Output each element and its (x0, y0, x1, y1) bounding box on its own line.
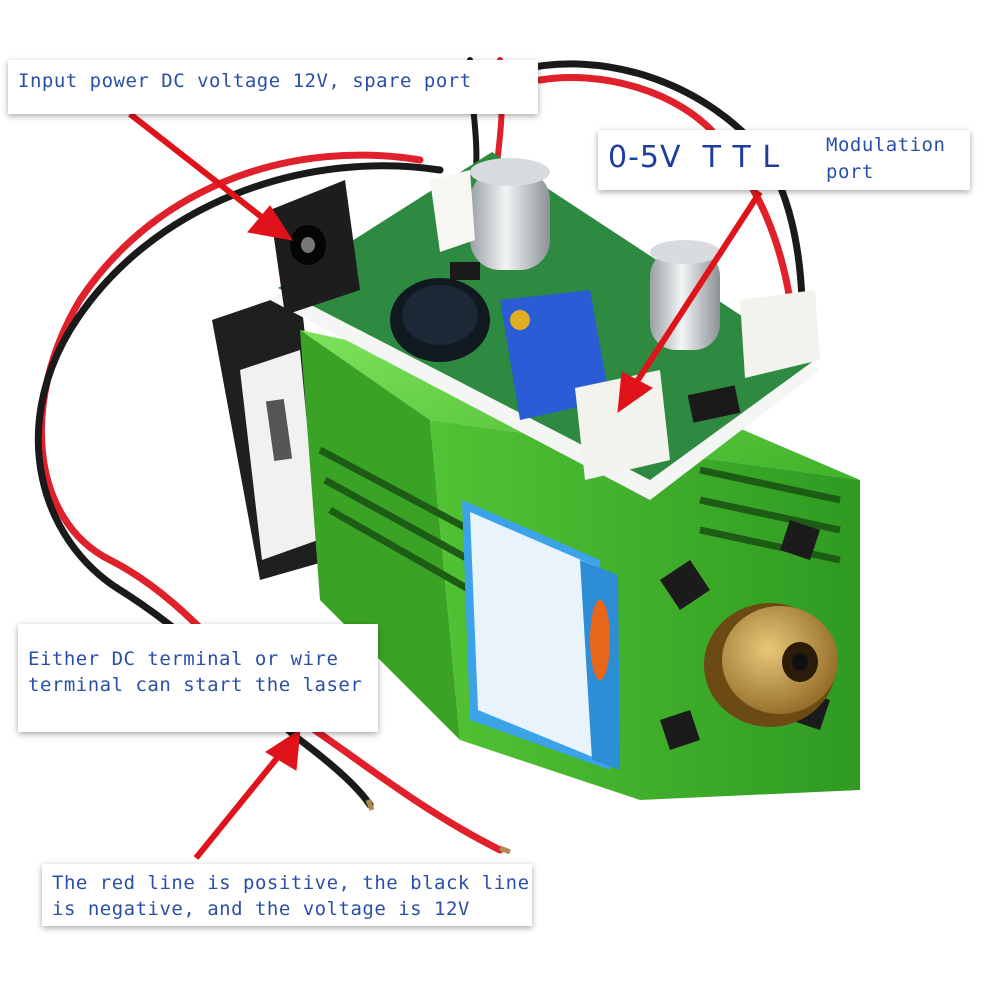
callout-either-terminal: Either DC terminal or wire terminal can … (18, 624, 378, 732)
callout-ttl-label-line2: port (826, 161, 874, 183)
callout-either-line1: Either DC terminal or wire (28, 648, 339, 670)
callout-ttl-label: Modulation port (826, 132, 966, 186)
arrows (128, 111, 763, 860)
callout-red-line2: is negative, and the voltage is 12V (52, 898, 470, 920)
callout-ttl-modulation: 0-5V T T L Modulation port (598, 130, 970, 190)
callout-either-line2: terminal can start the laser (28, 674, 363, 696)
callout-ttl-voltage: 0-5V T T L (608, 140, 781, 175)
arrow-either (193, 729, 301, 860)
arrow-input-power (128, 111, 294, 241)
callout-input-power: Input power DC voltage 12V, spare port (8, 60, 538, 114)
callout-red-black-line: The red line is positive, the black line… (42, 864, 532, 926)
callout-ttl-label-line1: Modulation (826, 134, 946, 156)
callout-red-line1: The red line is positive, the black line (52, 872, 530, 894)
arrow-ttl (617, 190, 763, 414)
callout-input-power-text: Input power DC voltage 12V, spare port (18, 70, 472, 92)
fan-block (212, 290, 330, 580)
pcb-board (270, 152, 820, 500)
wire-tips (365, 799, 511, 855)
brass-lens (704, 603, 838, 727)
